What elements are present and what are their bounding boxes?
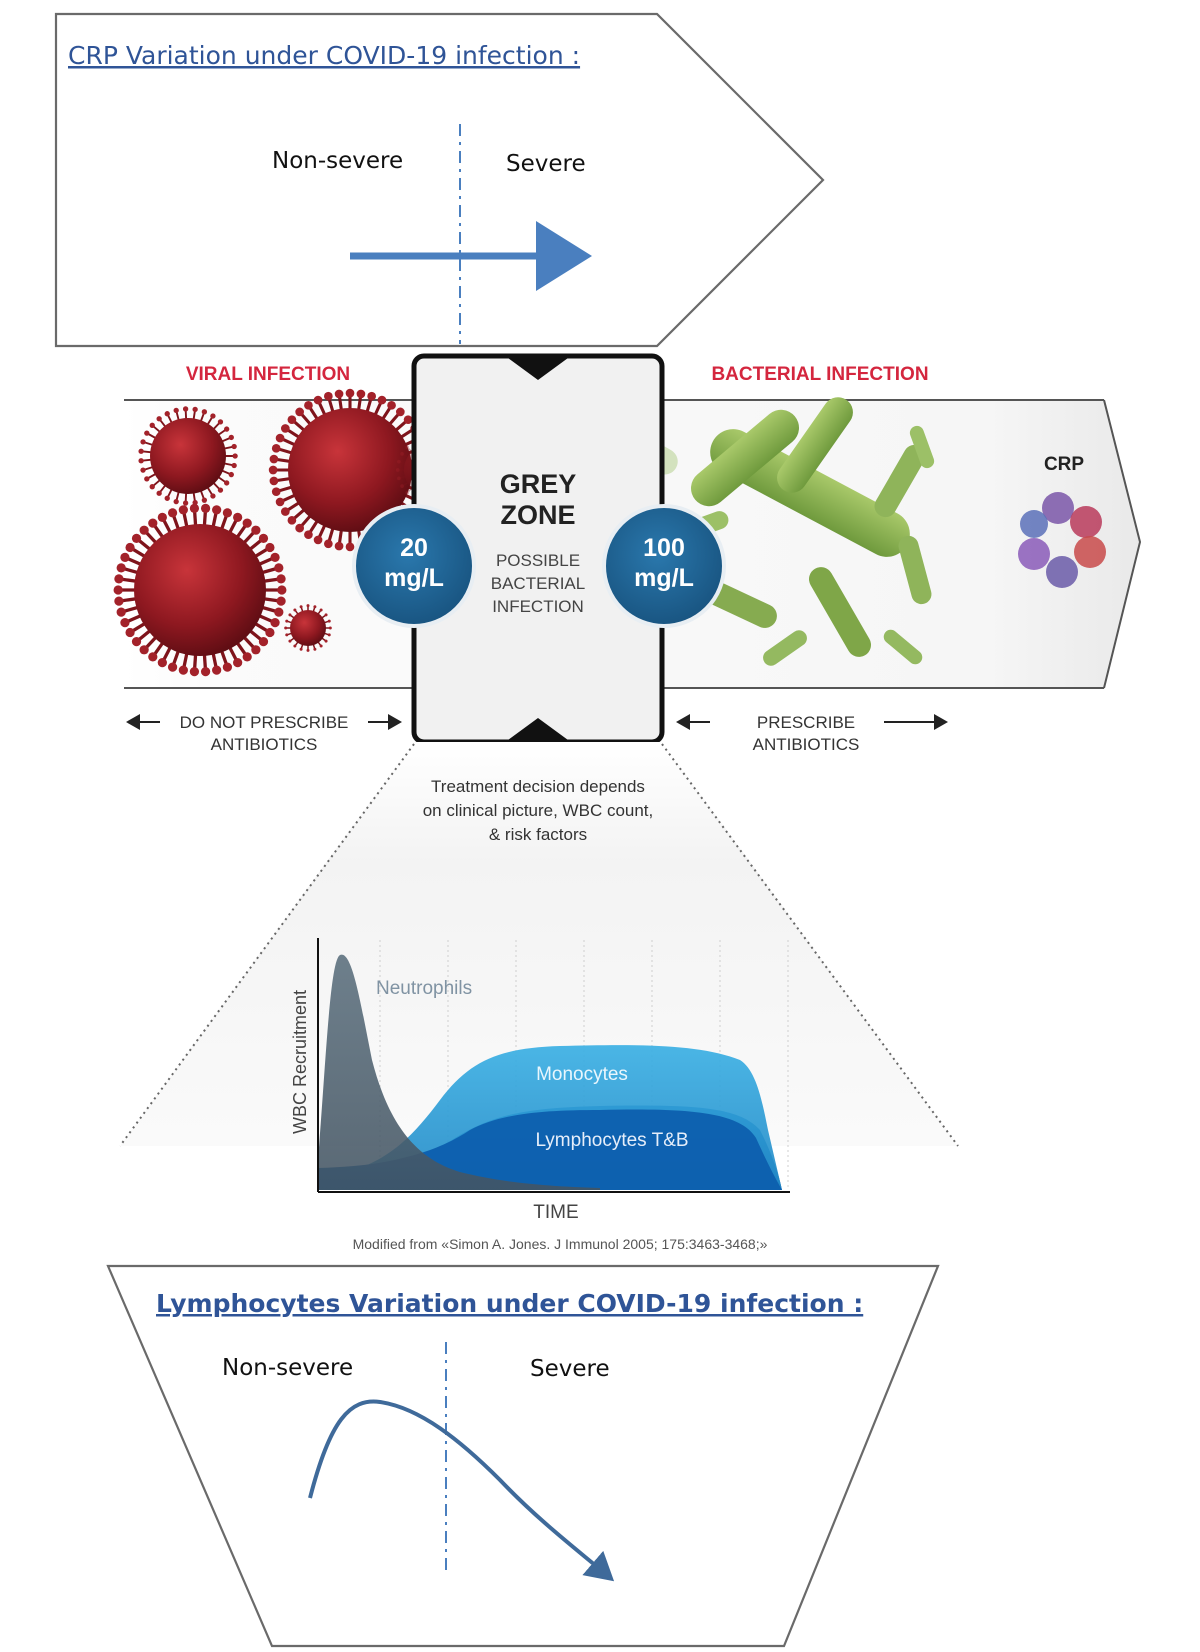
grey-zone-desc-line3: INFECTION: [492, 597, 584, 616]
grey-zone-title-line1: GREY: [500, 469, 577, 499]
lymph-panel-shape: [106, 1264, 940, 1648]
source-citation: Modified from «Simon A. Jones. J Immunol…: [353, 1236, 768, 1252]
band-arrow-tip: [1103, 399, 1142, 689]
zoom-line-left: [119, 743, 415, 1147]
lymph-non-severe-label: Non-severe: [222, 1355, 353, 1381]
treatment-line3: & risk factors: [489, 825, 587, 844]
crp-non-severe-label: Non-severe: [272, 148, 403, 174]
grey-zone-bottom-notch: [508, 718, 568, 740]
crp-panel-shape: [54, 12, 825, 348]
treatment-line2: on clinical picture, WBC count,: [423, 801, 654, 820]
crp-molecule-icon: [1018, 492, 1106, 588]
virus-icon: [113, 503, 287, 677]
lymph-trend-curve: [308, 1399, 615, 1582]
neutrophils-area: [318, 954, 600, 1190]
threshold-badge-20: 20 mg/L: [352, 504, 476, 628]
bacterial-infection-label: BACTERIAL INFECTION: [711, 364, 928, 385]
threshold-100-unit: mg/L: [634, 564, 694, 592]
lymph-severe-label: Severe: [530, 1356, 610, 1382]
wbc-y-axis-label: WBC Recruitment: [290, 990, 310, 1134]
monocytes-label: Monocytes: [536, 1064, 628, 1085]
grey-zone-title-line2: ZONE: [500, 500, 575, 530]
threshold-20-value: 20: [400, 534, 428, 562]
grey-zone-desc-line2: BACTERIAL: [491, 574, 585, 593]
bacterium-icon: [883, 629, 923, 665]
crp-panel-title: CRP Variation under COVID-19 infection :: [68, 41, 580, 70]
right-advice-line1: PRESCRIBE: [757, 713, 855, 732]
left-advice-line2: ANTIBIOTICS: [211, 735, 318, 754]
bacterium-icon: [777, 397, 853, 493]
lymphocytes-panel: Lymphocytes Variation under COVID-19 inf…: [106, 1264, 940, 1648]
wbc-chart: WBC Recruitment TIME Neutrophils Monocyt…: [290, 938, 790, 1252]
crp-panel: CRP Variation under COVID-19 infection :…: [54, 12, 825, 348]
bacterium-icon: [809, 567, 871, 657]
left-advice-line1: DO NOT PRESCRIBE: [180, 713, 349, 732]
bacterium-icon: [763, 630, 807, 666]
right-advice-line2: ANTIBIOTICS: [753, 735, 860, 754]
neutrophils-label: Neutrophils: [376, 978, 472, 999]
grey-zone-top-notch: [508, 358, 568, 380]
viral-infection-label: VIRAL INFECTION: [186, 364, 350, 385]
lymph-panel-title: Lymphocytes Variation under COVID-19 inf…: [156, 1289, 863, 1318]
crp-label: CRP: [1044, 454, 1084, 475]
crp-severe-label: Severe: [506, 151, 586, 177]
bacterium-icon: [690, 409, 800, 507]
virus-icon: [138, 406, 238, 506]
grey-zone-desc-line1: POSSIBLE: [496, 551, 580, 570]
threshold-20-unit: mg/L: [384, 564, 444, 592]
bacterium-icon: [909, 425, 935, 469]
bacterium-icon: [874, 444, 926, 518]
lymphocytes-label: Lymphocytes T&B: [535, 1130, 688, 1151]
treatment-line1: Treatment decision depends: [431, 777, 645, 796]
virus-icon: [284, 604, 332, 652]
wbc-x-axis-label: TIME: [533, 1202, 578, 1223]
threshold-100-value: 100: [643, 534, 685, 562]
bacterium-icon: [898, 535, 932, 605]
infection-band: VIRAL INFECTION BACTERIAL INFECTION: [113, 353, 1142, 754]
threshold-badge-100: 100 mg/L: [602, 504, 726, 628]
